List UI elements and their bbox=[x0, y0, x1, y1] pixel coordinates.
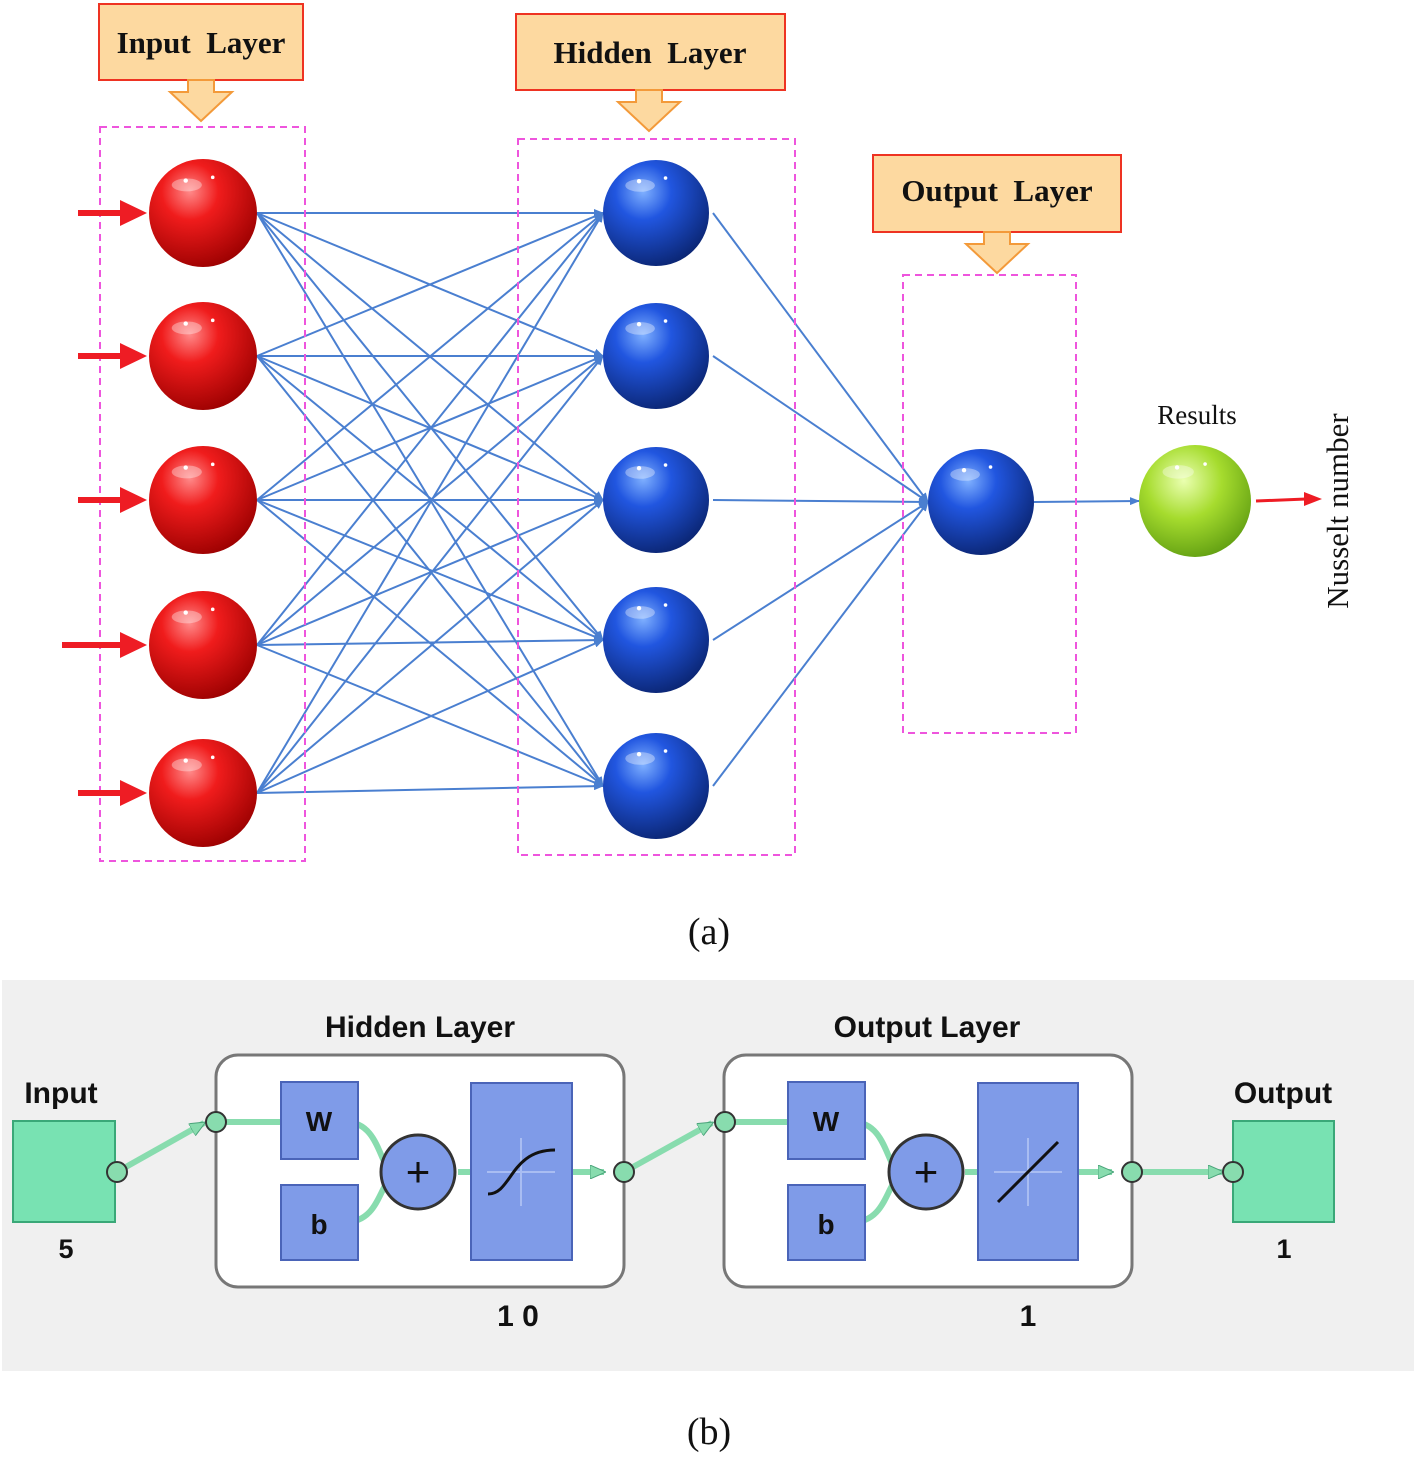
nusselt-number-label: Nusselt number bbox=[1320, 413, 1355, 609]
caption-a: (a) bbox=[688, 911, 730, 953]
input-arrow-3 bbox=[78, 487, 147, 513]
input-neuron-3 bbox=[149, 446, 257, 554]
connector-hidden-to-output bbox=[622, 1120, 712, 1175]
output-size: 1 bbox=[1276, 1234, 1291, 1264]
connection-input-4-hidden-2 bbox=[256, 355, 604, 646]
output-square bbox=[1232, 1120, 1335, 1223]
input-neuron-2 bbox=[149, 302, 257, 410]
hidden-neuron-4 bbox=[603, 587, 709, 693]
connection-input-2-hidden-4 bbox=[256, 355, 604, 641]
hidden-bias-block bbox=[280, 1184, 359, 1261]
hidden-neuron-2 bbox=[603, 303, 709, 409]
output-sum-node bbox=[887, 1133, 965, 1211]
output-layer-title: Output Layer bbox=[834, 1011, 1021, 1044]
output-neuron-1 bbox=[928, 449, 1034, 555]
connection-dots bbox=[106, 1111, 1244, 1183]
input-neuron-1 bbox=[149, 159, 257, 267]
connection-input-2-hidden-1 bbox=[256, 212, 604, 357]
hidden-weight-block bbox=[280, 1081, 359, 1160]
input-neuron-4 bbox=[149, 591, 257, 699]
caption-b: (b) bbox=[687, 1411, 731, 1453]
hidden-layer-title: Hidden Layer bbox=[325, 1011, 515, 1044]
connection-hidden-4-output bbox=[712, 501, 929, 641]
sigmoid-curve-icon bbox=[487, 1138, 556, 1206]
input-square bbox=[12, 1120, 116, 1223]
hidden-sum-symbol: + bbox=[406, 1148, 431, 1195]
connection-input-4-hidden-3 bbox=[256, 499, 604, 646]
output-layer-label: Output Layer bbox=[901, 173, 1092, 208]
connection-input-5-hidden-5 bbox=[256, 782, 604, 794]
input-arrow-5 bbox=[78, 780, 147, 806]
connection-input-5-hidden-2 bbox=[256, 355, 604, 794]
hidden-layer-label: Hidden Layer bbox=[554, 35, 747, 70]
connection-hidden-1-output bbox=[712, 212, 929, 503]
connection-input-5-hidden-3 bbox=[256, 499, 604, 794]
output-bias-block bbox=[787, 1184, 866, 1261]
input-size: 5 bbox=[58, 1234, 73, 1264]
connection-hidden-2-output bbox=[712, 355, 929, 503]
output-bias-symbol: b bbox=[817, 1209, 834, 1240]
connection-input-3-hidden-4 bbox=[256, 499, 604, 641]
connection-input-1-hidden-4 bbox=[256, 212, 604, 641]
input-layer-box bbox=[99, 126, 306, 862]
hidden-neuron-5 bbox=[603, 733, 709, 839]
hidden-layer-callout: Hidden Layer bbox=[515, 13, 786, 133]
panel-b-background bbox=[2, 980, 1414, 1371]
hidden-sum-node bbox=[379, 1133, 457, 1211]
input-label: Input bbox=[24, 1077, 97, 1110]
input-arrow-4 bbox=[62, 632, 147, 658]
hidden-neuron-3 bbox=[603, 447, 709, 553]
panel-b-block-diagram: Input 5 Hidden Layer W b + 1 0 Output La… bbox=[2, 980, 1414, 1453]
input-neuron-5 bbox=[149, 739, 257, 847]
output-arrow-head bbox=[1304, 492, 1322, 506]
connection-input-5-hidden-4 bbox=[256, 639, 604, 794]
hidden-neuron-1 bbox=[603, 160, 709, 266]
linear-line-icon bbox=[994, 1138, 1062, 1206]
hidden-size: 1 0 bbox=[497, 1300, 539, 1333]
output-weight-symbol: W bbox=[813, 1106, 840, 1137]
input-arrow-2 bbox=[78, 343, 147, 369]
neurons bbox=[149, 159, 1251, 847]
connection-input-3-hidden-1 bbox=[256, 212, 604, 501]
connection-input-4-hidden-1 bbox=[256, 212, 604, 646]
connection-hidden-5-output bbox=[712, 501, 929, 787]
input-arrows bbox=[62, 200, 147, 806]
output-sum-symbol: + bbox=[914, 1148, 939, 1195]
results-label: Results bbox=[1157, 400, 1237, 430]
output-label: Output bbox=[1234, 1077, 1332, 1110]
output-layer-callout: Output Layer bbox=[872, 154, 1122, 275]
panel-a-network-diagram: Input Layer Hidden Layer Output Layer Re… bbox=[62, 3, 1355, 953]
input-layer-callout: Input Layer bbox=[98, 3, 304, 123]
connector-input-to-hidden bbox=[115, 1120, 204, 1175]
connection-output-result bbox=[1033, 497, 1140, 506]
connection-input-4-hidden-4 bbox=[256, 636, 604, 646]
output-layer-box bbox=[902, 274, 1077, 734]
output-weight-block bbox=[787, 1081, 866, 1160]
connection-input-5-hidden-1 bbox=[256, 212, 604, 794]
hidden-weight-symbol: W bbox=[306, 1106, 333, 1137]
hidden-layer-box bbox=[517, 138, 796, 856]
connection-hidden-3-output bbox=[712, 497, 929, 506]
result-neuron bbox=[1139, 445, 1251, 557]
connection-lines bbox=[256, 209, 1140, 794]
input-layer-label: Input Layer bbox=[117, 25, 286, 60]
output-layer-size: 1 bbox=[1020, 1300, 1037, 1333]
hidden-bias-symbol: b bbox=[310, 1209, 327, 1240]
output-arrow-shaft bbox=[1255, 497, 1307, 503]
input-arrow-1 bbox=[78, 200, 147, 226]
